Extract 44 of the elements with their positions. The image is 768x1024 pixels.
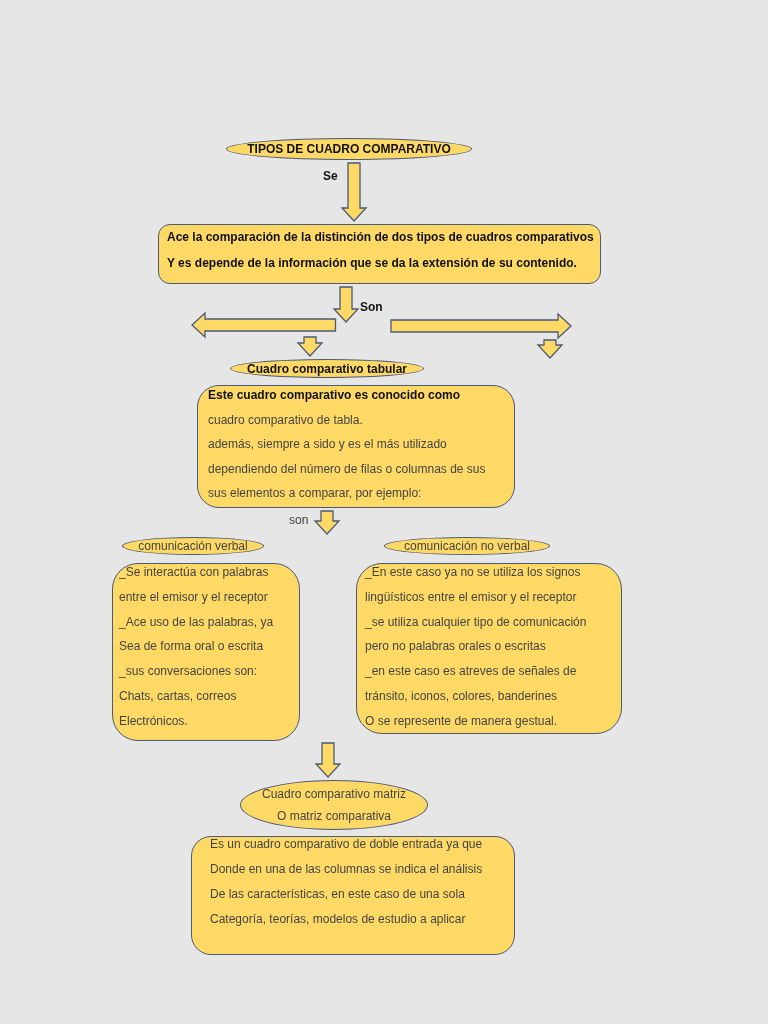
node-text: _En este caso ya no se utiliza los signos	[365, 565, 582, 579]
rounded-box	[191, 836, 515, 955]
node-text: lingüísticos entre el emisor y el receptor	[365, 589, 578, 604]
rounded-box	[356, 563, 622, 734]
node-text: dependiendo del número de filas o columnas de sus	[208, 461, 487, 476]
node-text: Categoría, teorías, modelos de estudio a aplicar	[210, 912, 467, 926]
node-text: Sea de forma oral o escrita	[119, 639, 265, 654]
node-text: Cuadro comparativo tabular	[247, 361, 407, 376]
node-text: _Ace uso de las palabras, ya	[119, 614, 275, 629]
node-text: comunicación no verbal	[403, 539, 531, 553]
node-text: _en este caso es atreves de señales de	[365, 664, 578, 679]
node-text: Electrónicos.	[119, 713, 189, 728]
block-arrow	[314, 742, 342, 778]
node-text: Cuadro comparativo matriz	[261, 787, 407, 801]
block-arrow	[191, 311, 337, 339]
node-text: _sus conversaciones son:	[119, 664, 259, 679]
node-text: Este cuadro comparativo es conocido como	[208, 388, 462, 402]
node-text: TIPOS DE CUADRO COMPARATIVO	[247, 142, 451, 156]
node-text: además, siempre a sido y es el más utilizado	[208, 437, 448, 451]
node-text: Es un cuadro comparativo de doble entrada ya que	[210, 837, 484, 851]
rounded-box	[158, 224, 601, 284]
node-text: Chats, cartas, correos	[119, 689, 238, 703]
node-text: O matriz comparativa	[277, 809, 391, 823]
block-arrow	[296, 336, 324, 357]
node-text: O se represente de manera gestual.	[365, 713, 559, 728]
block-arrow	[313, 510, 341, 535]
node-text: entre el emisor y el receptor	[119, 589, 269, 604]
node-text: De las características, en este caso de una sola	[210, 887, 466, 901]
node-text: Ace la comparación de la distinción de dos tipos de cuadros comparativos	[167, 230, 592, 244]
node-text: cuadro comparativo de tabla.	[208, 412, 364, 427]
node-text: _se utiliza cualquier tipo de comunicación	[365, 614, 588, 629]
node-text: comunicación verbal	[138, 539, 248, 553]
rounded-box	[112, 563, 300, 741]
node-text: Donde en una de las columnas se indica el análisis	[210, 862, 484, 876]
node-text: pero no palabras orales o escritas	[365, 639, 547, 654]
edge-label: Son	[359, 300, 384, 314]
rounded-box	[197, 385, 515, 508]
node-text: sus elementos a comparar, por ejemplo:	[208, 486, 423, 500]
block-arrow	[332, 286, 360, 323]
edge-label: Se	[322, 169, 339, 183]
node-text: Y es depende de la información que se da la extensión de su contenido.	[167, 256, 578, 270]
node-text: tránsito, iconos, colores, banderines	[365, 689, 559, 703]
node-text: _Se interactúa con palabras	[119, 565, 270, 579]
block-arrow	[340, 162, 368, 222]
